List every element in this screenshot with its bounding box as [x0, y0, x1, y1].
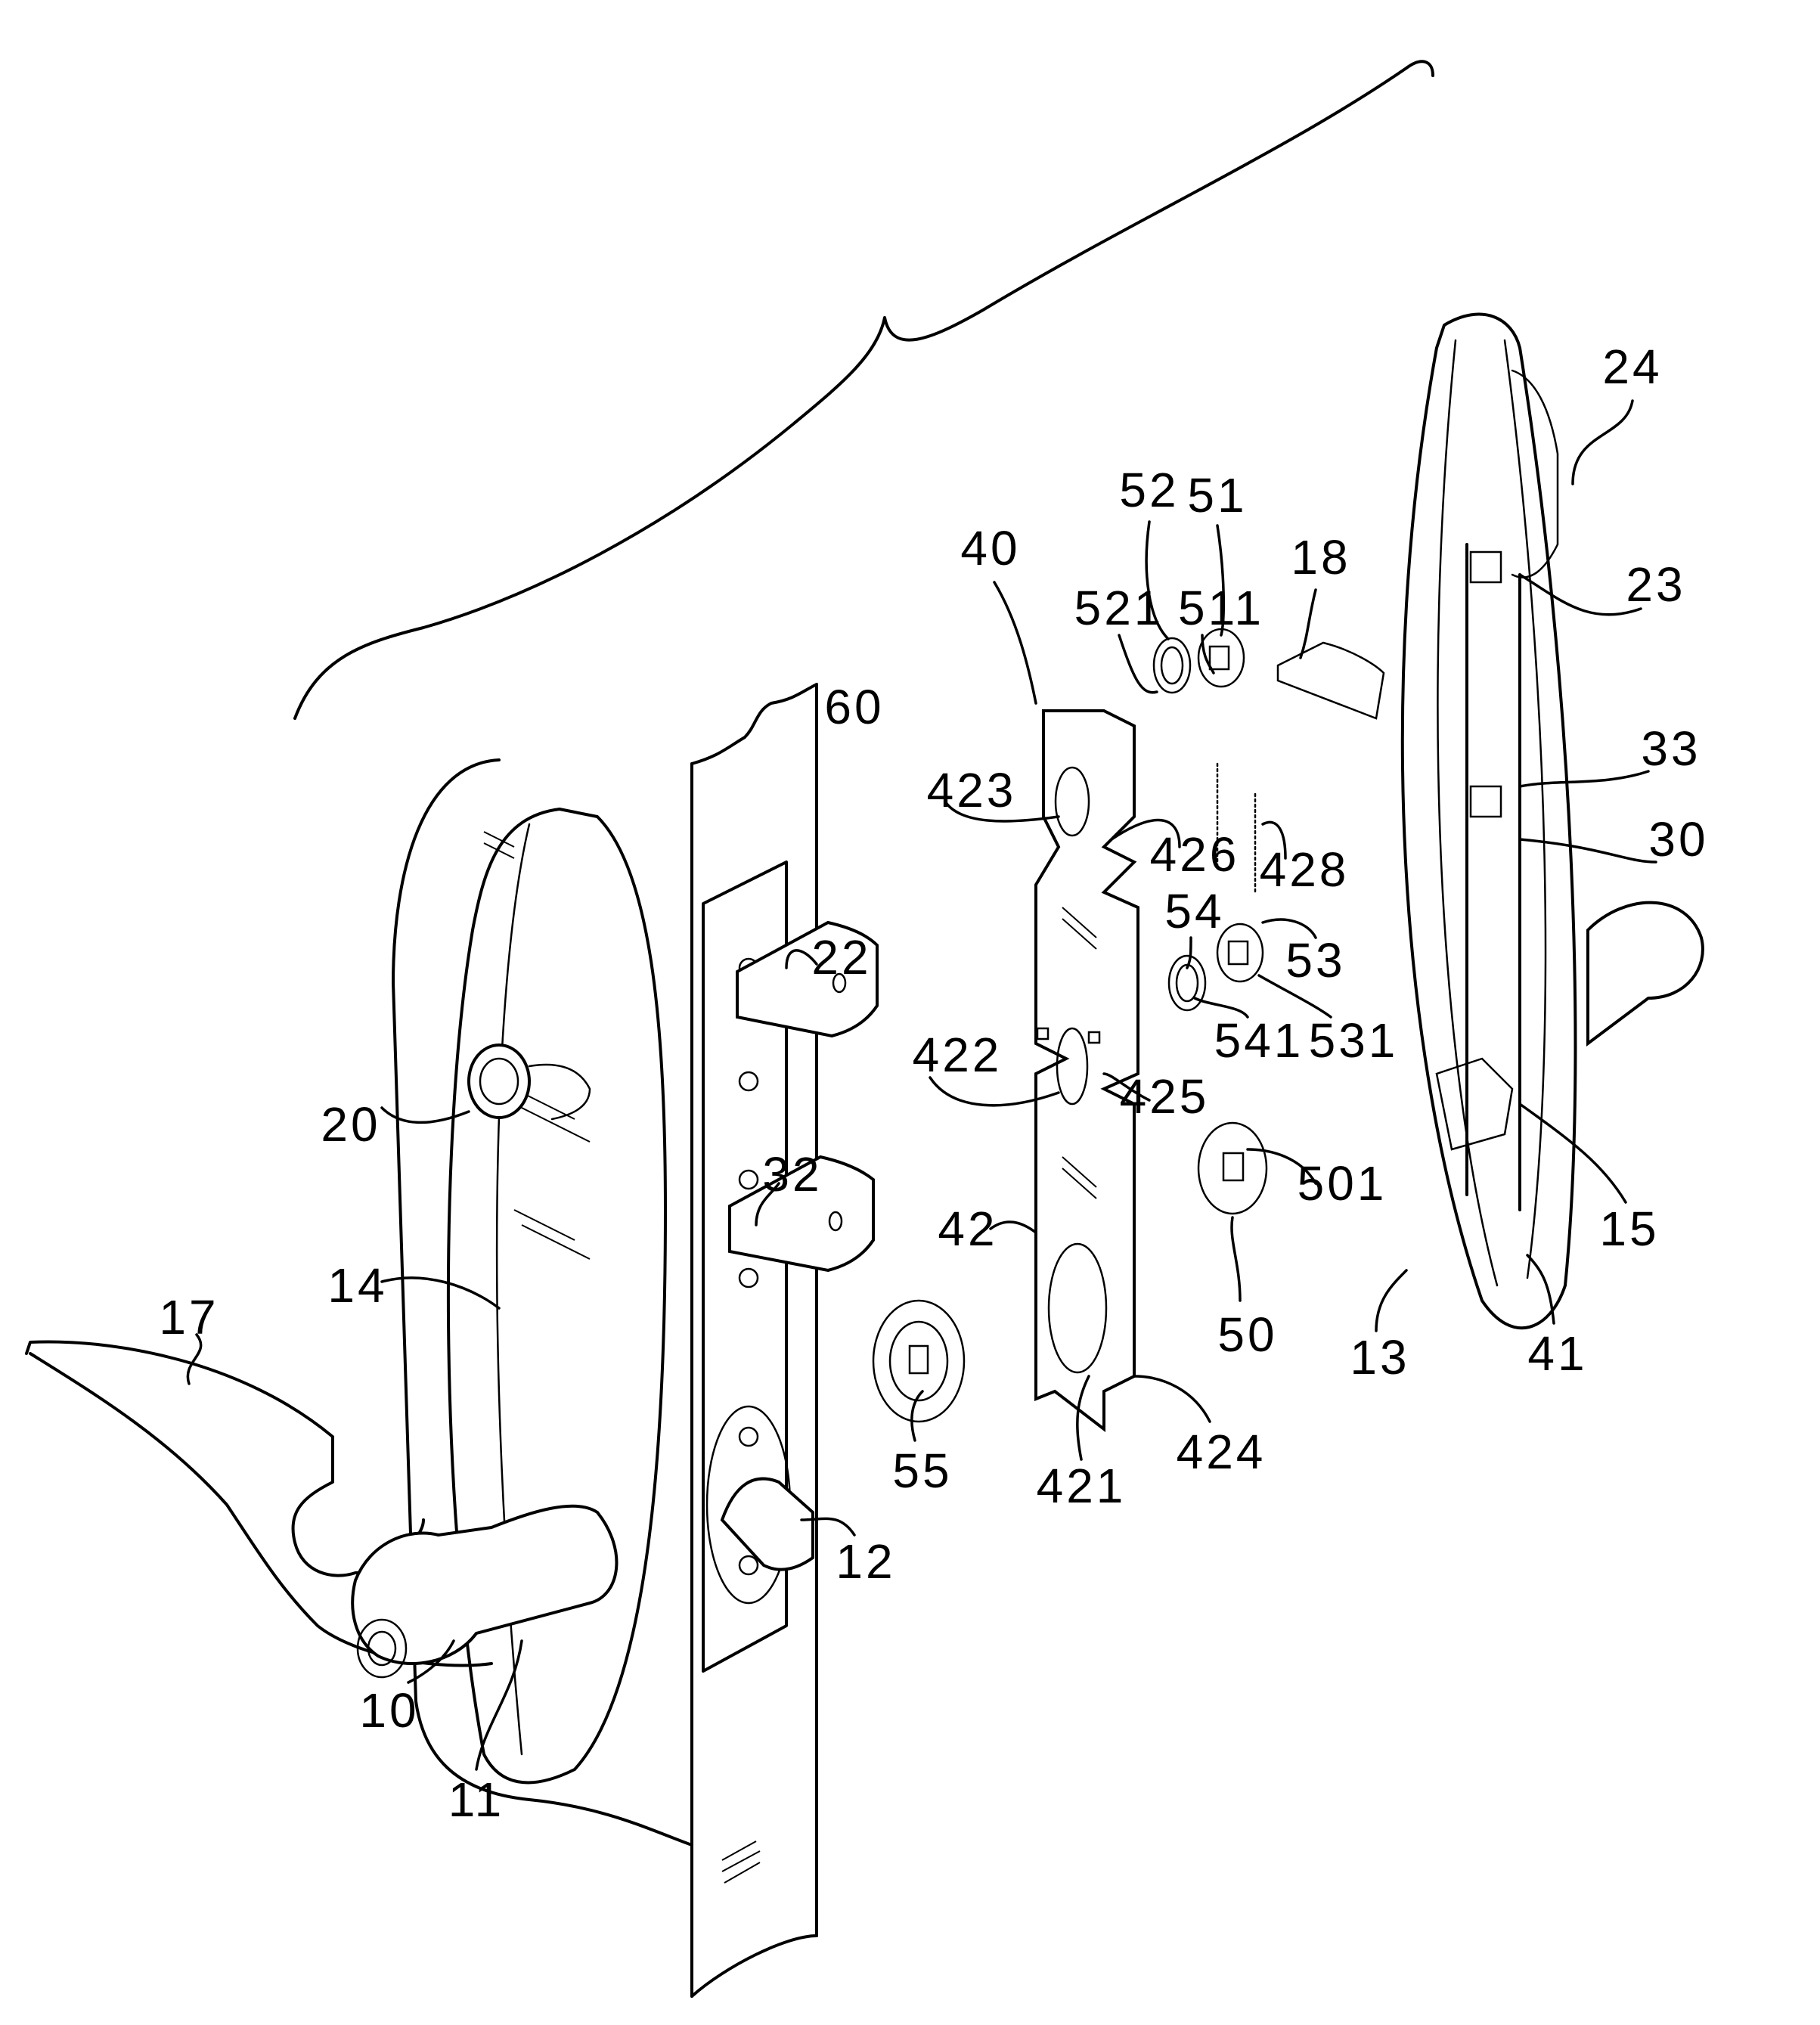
ref-15: 15: [1599, 1202, 1660, 1256]
ref-54: 54: [1164, 884, 1225, 938]
grouping-brace: [293, 60, 1434, 720]
ref-55: 55: [892, 1444, 953, 1498]
gear-cam-50: [1197, 1121, 1268, 1215]
ref-501: 501: [1297, 1156, 1387, 1211]
bracket-18: [1276, 641, 1385, 720]
cam-53: [1216, 923, 1264, 983]
ref-421: 421: [1036, 1459, 1127, 1513]
ref-30: 30: [1648, 812, 1709, 867]
ref-18: 18: [1291, 530, 1351, 585]
ref-17: 17: [159, 1290, 219, 1344]
ref-521: 521: [1074, 581, 1164, 635]
ref-425: 425: [1119, 1069, 1210, 1124]
ref-33: 33: [1641, 721, 1701, 776]
ref-13: 13: [1350, 1330, 1410, 1385]
ref-14: 14: [327, 1258, 388, 1313]
ref-11: 11: [448, 1772, 505, 1827]
ref-511: 511: [1177, 581, 1265, 635]
ref-22: 22: [811, 930, 872, 985]
ref-531: 531: [1308, 1013, 1399, 1068]
ref-50: 50: [1217, 1307, 1278, 1362]
ring-54: [1167, 954, 1207, 1012]
ref-40: 40: [960, 521, 1021, 575]
ref-541: 541: [1214, 1013, 1304, 1068]
ref-24: 24: [1602, 340, 1663, 394]
ref-428: 428: [1259, 842, 1350, 897]
ref-10: 10: [359, 1683, 420, 1738]
door-edge-60: [690, 683, 818, 1998]
ref-51: 51: [1187, 468, 1248, 523]
bolt-22: [736, 920, 879, 1038]
ref-23: 23: [1626, 557, 1686, 612]
ring-52: [1152, 637, 1192, 694]
leader-lines: [186, 399, 1657, 1771]
ref-423: 423: [926, 763, 1017, 817]
washer-55: [872, 1299, 966, 1423]
ref-52: 52: [1119, 463, 1180, 517]
springs-428: [1216, 762, 1257, 894]
ref-20: 20: [321, 1097, 381, 1152]
ref-424: 424: [1176, 1425, 1267, 1479]
ref-32: 32: [762, 1147, 823, 1202]
bolt-32: [728, 1155, 875, 1273]
left-escutcheon-14: [392, 758, 693, 1847]
ref-42: 42: [938, 1202, 998, 1256]
lever-handle-17: [25, 1340, 619, 1679]
ref-12: 12: [836, 1534, 896, 1589]
ref-422: 422: [912, 1028, 1003, 1082]
key-cylinder-20: [467, 1044, 591, 1121]
ref-426: 426: [1149, 827, 1240, 882]
ref-60: 60: [824, 680, 885, 734]
ref-53: 53: [1285, 933, 1346, 988]
latch-12: [720, 1477, 814, 1571]
ref-41: 41: [1527, 1326, 1588, 1381]
